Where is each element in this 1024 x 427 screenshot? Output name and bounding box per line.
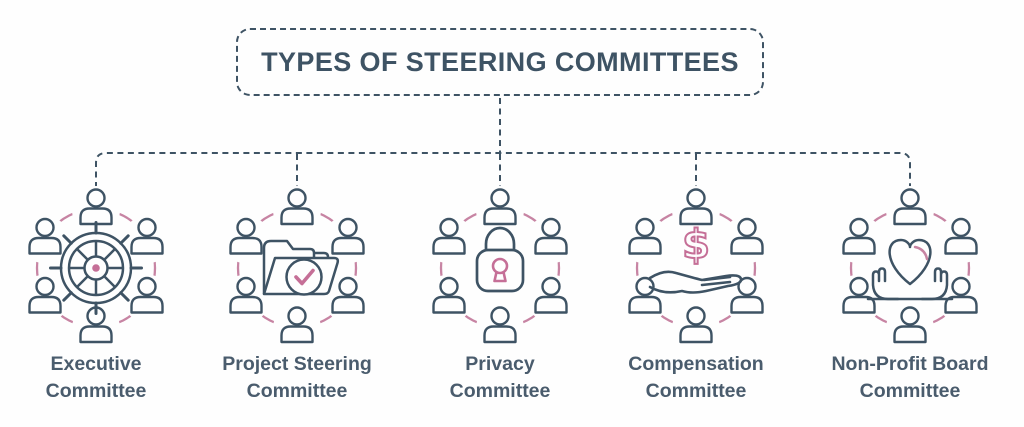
people-ring bbox=[621, 186, 771, 352]
label-line: Non-Profit Board bbox=[831, 353, 989, 375]
hands-heart-icon bbox=[866, 238, 954, 301]
label-line: Committee bbox=[246, 380, 348, 402]
committee-group-project-steering bbox=[222, 186, 372, 352]
connector-lines bbox=[95, 98, 911, 188]
padlock-icon bbox=[475, 226, 525, 293]
label-non-profit-board-committee: Non-Profit Board Committee bbox=[810, 351, 1010, 405]
label-line: Privacy bbox=[465, 353, 535, 375]
label-line: Executive bbox=[50, 353, 142, 375]
diagram-title: TYPES OF STEERING COMMITTEES bbox=[261, 46, 739, 77]
label-line: Compensation bbox=[628, 353, 764, 375]
label-line: Project Steering bbox=[222, 353, 372, 375]
committee-group-executive bbox=[21, 186, 171, 352]
label-executive-committee: Executive Committee bbox=[0, 351, 196, 405]
label-line: Committee bbox=[645, 380, 747, 402]
label-privacy-committee: Privacy Committee bbox=[400, 351, 600, 405]
label-line: Committee bbox=[449, 380, 551, 402]
hand-dollar-icon: $ bbox=[648, 221, 743, 294]
label-line: Committee bbox=[45, 380, 147, 402]
folder-check-icon bbox=[262, 239, 340, 296]
committee-group-privacy bbox=[425, 186, 575, 352]
committee-group-non-profit-board bbox=[835, 186, 985, 352]
label-compensation-committee: Compensation Committee bbox=[596, 351, 796, 405]
label-project-steering-committee: Project Steering Committee bbox=[197, 351, 397, 405]
committee-group-compensation: $ bbox=[621, 186, 771, 352]
ship-helm-icon bbox=[49, 221, 143, 315]
title-box: TYPES OF STEERING COMMITTEES bbox=[236, 28, 764, 96]
svg-text:$: $ bbox=[682, 222, 710, 268]
label-line: Committee bbox=[859, 380, 961, 402]
